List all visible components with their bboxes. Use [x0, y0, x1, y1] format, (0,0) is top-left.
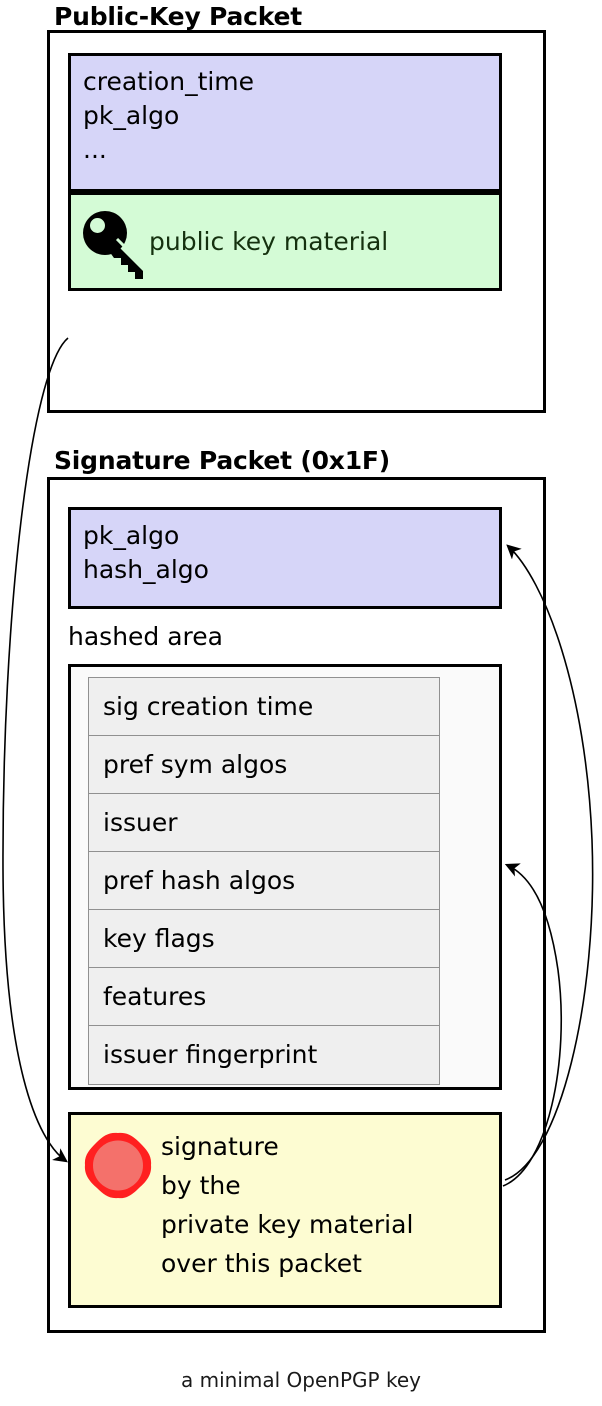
- subpacket-row: features: [89, 968, 439, 1026]
- subpacket-row: key flags: [89, 910, 439, 968]
- signature-description: signature by the private key material ov…: [161, 1132, 414, 1278]
- subpacket-row: pref sym algos: [89, 736, 439, 794]
- subpacket-row: pref hash algos: [89, 852, 439, 910]
- subpacket-row: issuer fingerprint: [89, 1026, 439, 1084]
- public-key-material-block: public key material: [68, 192, 502, 291]
- public-key-header-fields: creation_time pk_algo ...: [83, 67, 255, 164]
- subpacket-row: sig creation time: [89, 678, 439, 736]
- signature-material-block: signature by the private key material ov…: [68, 1112, 502, 1308]
- hashed-area-label: hashed area: [68, 622, 223, 651]
- key-icon: [83, 211, 149, 279]
- signature-header-fields: pk_algo hash_algo: [83, 521, 209, 584]
- signature-header-block: pk_algo hash_algo: [68, 507, 502, 609]
- public-key-material-label: public key material: [149, 227, 389, 256]
- diagram-caption: a minimal OpenPGP key: [181, 1368, 421, 1392]
- hashed-subpacket-list: sig creation time pref sym algos issuer …: [88, 677, 440, 1085]
- subpacket-row: issuer: [89, 794, 439, 852]
- signature-packet-title: Signature Packet (0x1F): [54, 446, 391, 475]
- wax-seal-icon: [84, 1132, 152, 1199]
- public-key-header-block: creation_time pk_algo ...: [68, 53, 502, 192]
- public-key-packet-title: Public-Key Packet: [54, 2, 303, 31]
